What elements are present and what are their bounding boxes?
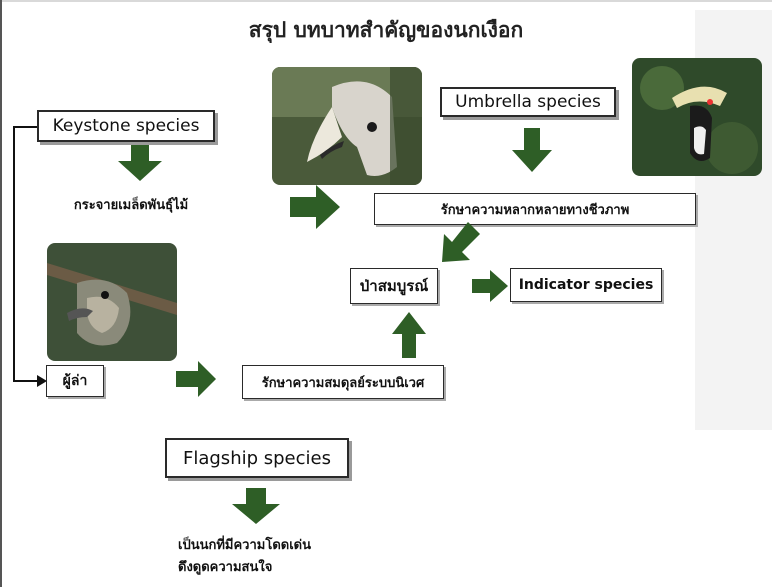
diagram-title: สรุป บทบาทสำคัญของนกเงือก	[0, 14, 772, 47]
hornbill-perched-photo	[632, 58, 762, 176]
flagship-description-line2: ดึงดูดความสนใจ	[178, 556, 272, 577]
left-border	[0, 0, 2, 587]
down-arrow-flagship	[232, 488, 280, 524]
flagship-species-box: Flagship species	[165, 438, 349, 478]
down-arrow-keystone	[118, 145, 162, 181]
keystone-connector-bottom	[13, 380, 39, 382]
umbrella-species-box: Umbrella species	[440, 87, 616, 117]
biodiversity-box: รักษาความหลากหลายทางชีวภาพ	[374, 193, 696, 225]
right-arrow-to-indicator	[472, 270, 508, 302]
flagship-description-line1: เป็นนกที่มีความโดดเด่น	[178, 534, 311, 555]
diagonal-arrow-to-forest	[438, 222, 480, 264]
keystone-connector-vertical	[13, 126, 15, 382]
keystone-connector-top	[13, 126, 37, 128]
forest-box: ป่าสมบูรณ์	[350, 268, 438, 304]
right-arrow-to-photo	[290, 185, 340, 229]
seed-dispersal-box: กระจายเมล็ดพันธุ์ไม้	[52, 190, 210, 218]
top-border	[0, 0, 772, 2]
down-arrow-umbrella	[512, 128, 552, 172]
hornbill-casque-photo	[272, 67, 422, 185]
keystone-species-box: Keystone species	[37, 110, 215, 142]
up-arrow-to-forest	[392, 312, 426, 358]
predator-box: ผู้ล่า	[46, 365, 104, 397]
hornbill-predator-photo	[47, 243, 177, 361]
right-arrow-predator	[176, 361, 216, 397]
indicator-species-box: Indicator species	[510, 268, 662, 302]
ecosystem-balance-box: รักษาความสมดุลย์ระบบนิเวศ	[242, 365, 444, 399]
